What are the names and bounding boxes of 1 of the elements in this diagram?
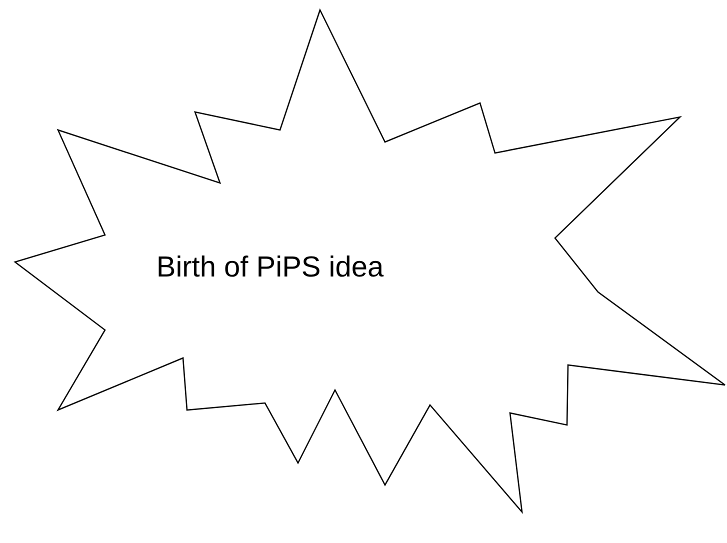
node-text: Birth of PiPS idea: [156, 252, 384, 284]
